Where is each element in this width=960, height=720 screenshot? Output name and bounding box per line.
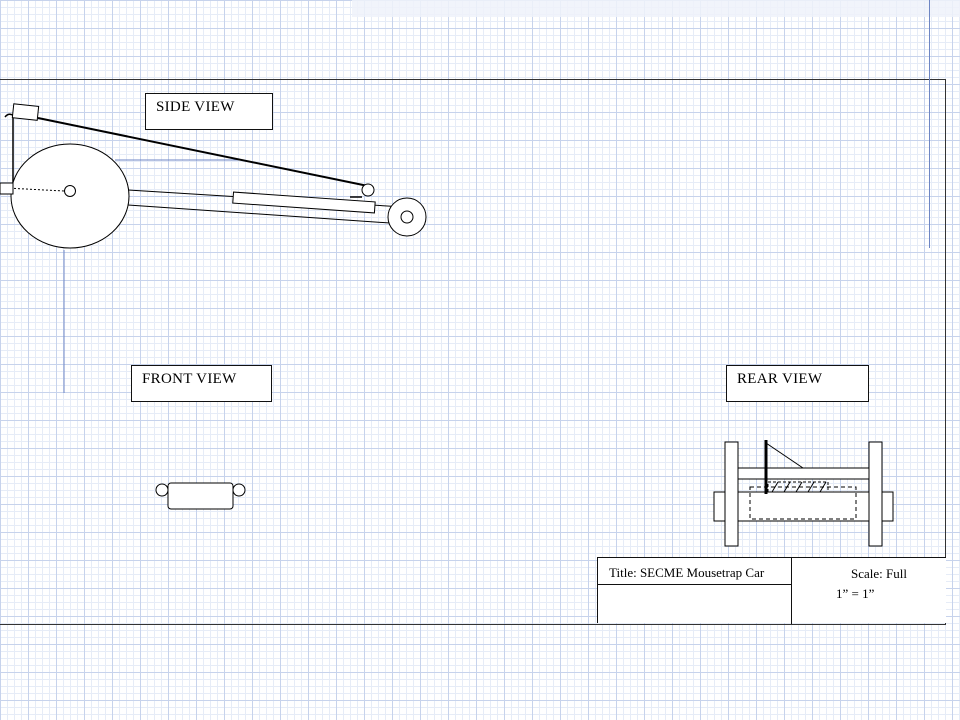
spring-hatch <box>767 481 829 493</box>
hub-right <box>881 491 894 522</box>
top-highlight-band <box>352 0 960 17</box>
lever-diagonal <box>765 442 804 469</box>
title-block-empty-cell <box>598 585 792 624</box>
scale-cell: Scale: Full 1” = 1” <box>792 558 947 624</box>
title-block: Title: SECME Mousetrap Car Scale: Full 1… <box>597 557 947 624</box>
scale-value: 1” = 1” <box>836 586 875 601</box>
rear-wheel-right <box>868 441 883 547</box>
upper-crossbar <box>737 467 870 480</box>
axle-spool <box>737 491 870 522</box>
rear-view-label: REAR VIEW <box>726 365 869 402</box>
axle-inner-dashed <box>749 486 857 520</box>
hatch-line <box>771 481 779 493</box>
hatch-line <box>819 481 827 493</box>
margin-rule <box>929 0 930 248</box>
front-wheel-left <box>155 483 169 497</box>
hatch-line <box>783 481 791 493</box>
hatch-line <box>795 481 803 493</box>
spring-block <box>232 191 376 214</box>
lever-pivot <box>361 183 375 197</box>
chassis-bottom <box>127 204 405 225</box>
drawing-frame <box>0 79 946 625</box>
front-wheel-right <box>232 483 246 497</box>
front-body <box>167 482 234 510</box>
hatch-line <box>807 481 815 493</box>
side-view-label: SIDE VIEW <box>145 93 273 130</box>
hub-left <box>713 491 726 522</box>
trap-head <box>11 103 40 121</box>
rear-axle <box>64 185 76 197</box>
rear-wheel-left <box>724 441 739 547</box>
front-axle <box>400 210 414 224</box>
scale-label: Scale: Full <box>851 566 907 581</box>
front-view-label: FRONT VIEW <box>131 365 272 402</box>
lever-arm <box>37 117 369 187</box>
string-line <box>5 187 65 192</box>
drawing-title: Title: SECME Mousetrap Car <box>598 558 792 585</box>
axle-stub <box>0 182 14 195</box>
